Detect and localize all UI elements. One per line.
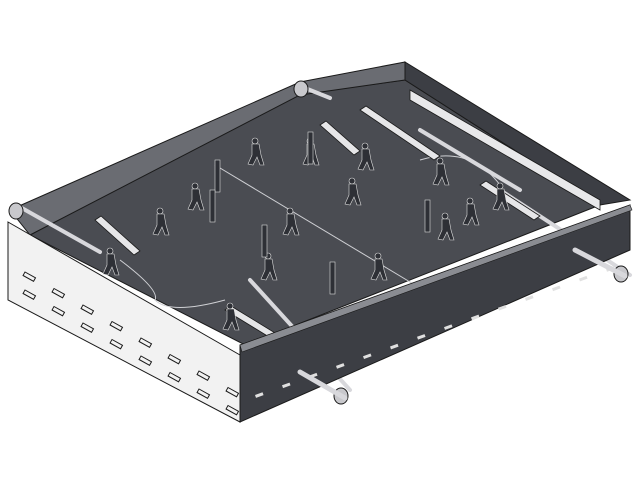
player-figure: [282, 207, 300, 236]
side-slot: [281, 382, 291, 389]
side-slot: [470, 314, 480, 321]
player-figure: [370, 252, 388, 281]
player-body: [370, 258, 388, 281]
player-body: [344, 183, 362, 206]
vent-slot: [225, 386, 240, 398]
vent-slot: [225, 404, 240, 416]
player-body: [462, 203, 480, 226]
goal-bar: [359, 105, 441, 161]
player-figure: [462, 197, 480, 226]
vent-slot: [22, 271, 37, 282]
rod-shaft: [572, 247, 628, 279]
side-slot: [390, 343, 399, 350]
player-figure: [437, 212, 455, 241]
vent-slot: [80, 304, 95, 315]
player-figure: [222, 302, 240, 331]
side-slot: [444, 324, 453, 330]
vent-slot: [138, 355, 153, 366]
player-head: [436, 157, 444, 165]
player-head: [226, 302, 234, 310]
post: [424, 199, 431, 233]
side-slot: [336, 363, 345, 369]
player-body: [437, 218, 455, 241]
player-head: [441, 212, 449, 220]
rod-handle: [8, 202, 24, 220]
vent-slot: [51, 287, 66, 299]
player-body: [102, 253, 120, 276]
player-figure: [357, 142, 375, 171]
rod: [418, 128, 522, 192]
player-body: [282, 213, 300, 236]
goal-bar: [479, 180, 541, 221]
rod: [18, 205, 102, 254]
vent-slot: [51, 305, 66, 317]
player-head: [106, 247, 114, 255]
player-body: [152, 213, 170, 236]
goal-bar: [319, 120, 361, 156]
player-figure: [152, 207, 170, 236]
player-head: [348, 177, 356, 185]
player-body: [187, 188, 205, 211]
rod-handle: [293, 80, 309, 98]
vent-slot: [196, 388, 211, 399]
player-figure: [260, 252, 278, 281]
players: [94, 105, 541, 341]
player-body: [357, 148, 375, 171]
vent-slot: [80, 322, 95, 333]
side-slot: [363, 353, 372, 360]
side-slot: [417, 334, 426, 340]
vent-slot: [22, 289, 37, 300]
player-figure: [492, 182, 510, 211]
vent-slot: [138, 337, 153, 348]
player-figure: [247, 137, 265, 166]
player-head: [374, 252, 382, 260]
player-body: [247, 143, 265, 166]
player-head: [496, 182, 504, 190]
player-head: [466, 197, 474, 205]
player-head: [361, 142, 369, 150]
player-figure: [432, 157, 450, 186]
player-body: [260, 258, 278, 281]
side-slot: [525, 295, 534, 301]
player-head: [191, 182, 199, 190]
post: [329, 261, 336, 295]
vent-slot: [167, 353, 182, 365]
player-body: [492, 188, 510, 211]
front-side-wall: [239, 204, 633, 423]
side-slot: [579, 275, 588, 282]
rod-shaft: [297, 369, 348, 401]
right-end-wall: [404, 61, 632, 211]
side-slot: [497, 304, 507, 311]
goal-bar: [94, 215, 141, 256]
vent-slots: [22, 271, 240, 416]
post: [209, 189, 216, 223]
player-head: [156, 207, 164, 215]
vent-slot: [167, 371, 182, 383]
vent-slot: [196, 370, 211, 381]
post: [214, 159, 221, 193]
player-head: [286, 207, 294, 215]
player-figure: [187, 182, 205, 211]
player-figure: [344, 177, 362, 206]
side-slot: [552, 285, 561, 292]
side-slot: [254, 392, 264, 398]
post: [307, 131, 314, 165]
rod-handles: [8, 80, 629, 405]
vent-slot: [109, 320, 124, 332]
player-head: [251, 137, 259, 145]
player-body: [432, 163, 450, 186]
vent-slot: [109, 338, 124, 350]
post: [261, 224, 268, 258]
player-figure: [102, 247, 120, 276]
player-body: [222, 308, 240, 331]
